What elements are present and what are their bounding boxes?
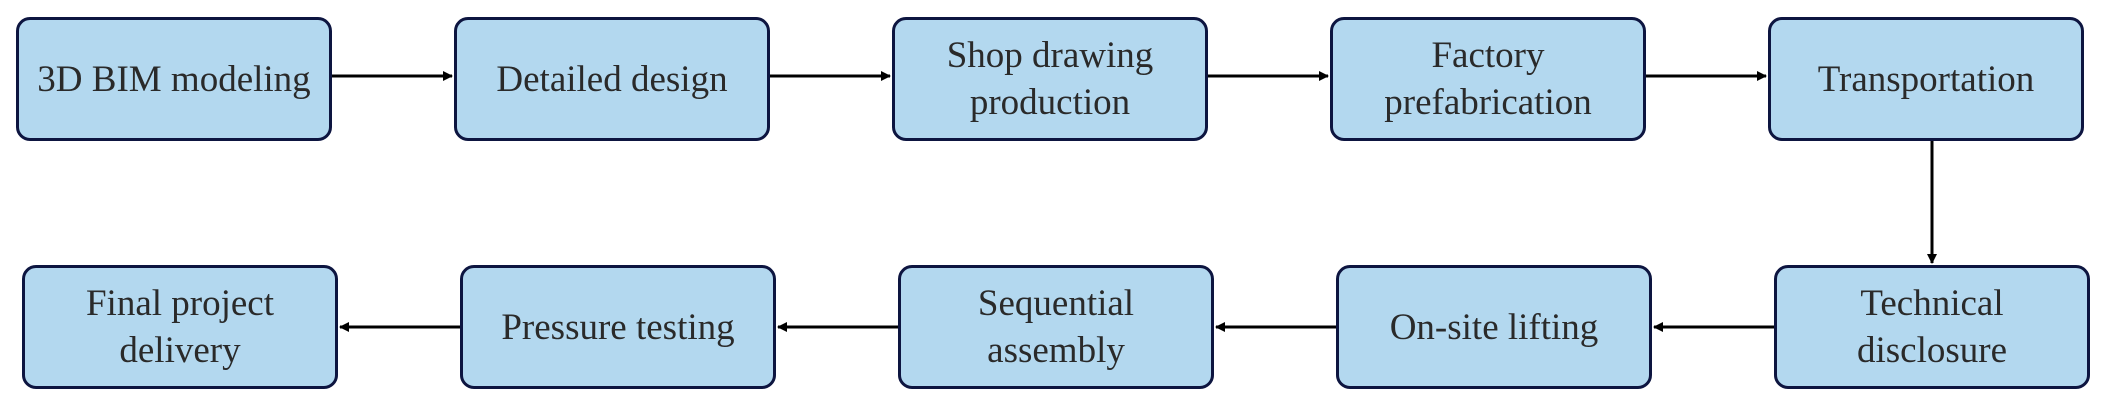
step-label-line1: Detailed design — [496, 58, 728, 100]
step-sequential-assembly: Sequential assembly — [898, 265, 1214, 389]
step-label-line1: On-site lifting — [1389, 306, 1599, 348]
step-label-line1: Shop drawing — [946, 35, 1154, 76]
step-detailed-design: Detailed design — [454, 17, 770, 141]
step-label-line1: Final project — [85, 283, 275, 324]
step-label-line1: 3D BIM modeling — [37, 58, 311, 100]
step-label-line1: Transportation — [1817, 58, 2035, 100]
step-on-site-lifting: On-site lifting — [1336, 265, 1652, 389]
step-3d-bim-modeling: 3D BIM modeling — [16, 17, 332, 141]
step-label-line1: Factory — [1431, 35, 1545, 76]
step-label-line2: prefabrication — [1384, 82, 1592, 123]
step-label-line2: production — [969, 82, 1131, 123]
step-label-line2: delivery — [119, 330, 241, 371]
step-pressure-testing: Pressure testing — [460, 265, 776, 389]
step-label-line2: assembly — [987, 330, 1125, 371]
step-label-line1: Sequential — [977, 283, 1135, 324]
step-label-line2: disclosure — [1856, 330, 2008, 371]
step-shop-drawing-production: Shop drawing production — [892, 17, 1208, 141]
step-transportation: Transportation — [1768, 17, 2084, 141]
step-label-line1: Technical — [1860, 283, 2004, 324]
step-final-project-delivery: Final project delivery — [22, 265, 338, 389]
step-technical-disclosure: Technical disclosure — [1774, 265, 2090, 389]
step-label-line1: Pressure testing — [501, 306, 735, 348]
step-factory-prefabrication: Factory prefabrication — [1330, 17, 1646, 141]
